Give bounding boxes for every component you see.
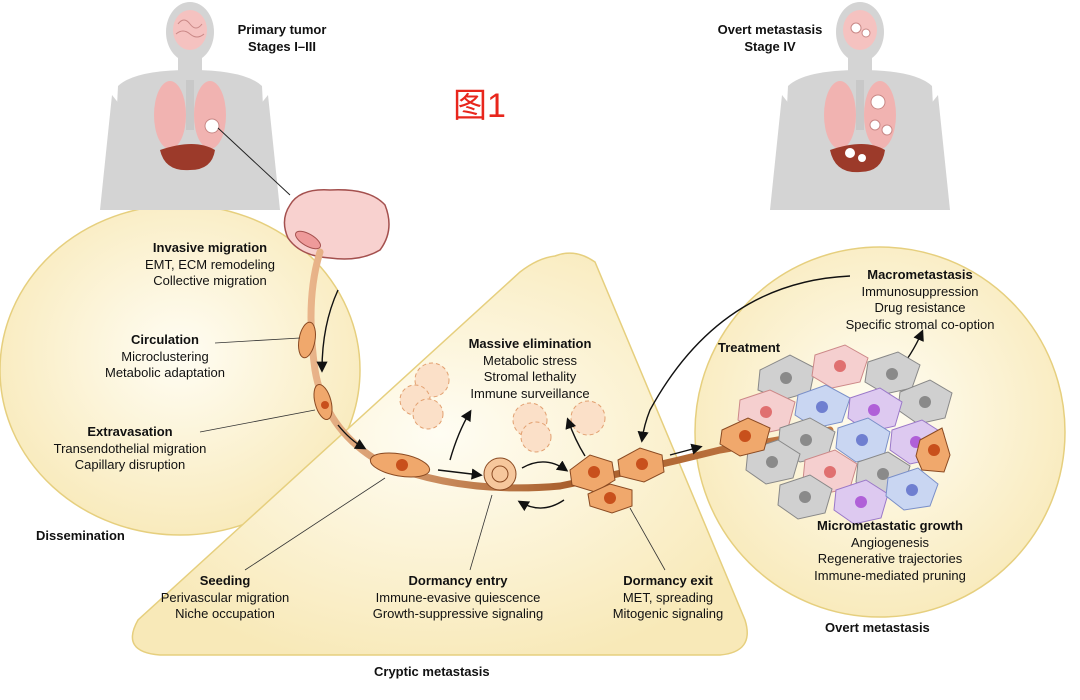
cryptic-region xyxy=(131,252,748,656)
cryptic-metastasis-label: Cryptic metastasis xyxy=(374,664,490,679)
micrometastatic-growth-label: Micrometastatic growth Angiogenesis Rege… xyxy=(814,518,966,583)
overt-body-silhouette xyxy=(770,2,950,210)
overt-stage-label: Overt metastasis Stage IV xyxy=(717,22,823,54)
circulating-cell xyxy=(298,321,316,359)
overt-metastasis-label: Overt metastasis xyxy=(825,620,930,635)
metastatic-cluster xyxy=(719,344,953,525)
eliminated-cells-left xyxy=(399,362,450,430)
exit-nucleus-1 xyxy=(588,466,600,478)
eliminated-cells-right xyxy=(512,400,606,453)
extravasating-nucleus xyxy=(321,401,329,409)
circulation-pointer xyxy=(214,337,301,344)
primary-stage-label: Primary tumor Stages I–III xyxy=(237,22,327,54)
seeding-arrow xyxy=(437,468,483,480)
dissemination-label: Dissemination xyxy=(36,528,125,543)
primary-pointer-line xyxy=(217,127,291,196)
dormant-nucleus xyxy=(491,465,509,483)
extravasation-arrow xyxy=(337,424,367,450)
invasive-migration-label: Invasive migration EMT, ECM remodeling C… xyxy=(144,240,276,288)
figure-tag: 图1 xyxy=(453,87,506,125)
tumor-invasion-front xyxy=(295,230,321,250)
to-overt-arrow xyxy=(669,443,703,456)
seeding-label: Seeding Perivascular migration Niche occ… xyxy=(160,573,290,621)
exit-nucleus-3 xyxy=(604,492,616,504)
extravasation-label: Extravasation Transendothelial migration… xyxy=(53,424,207,472)
treatment-label: Treatment xyxy=(718,340,781,355)
primary-body-silhouette xyxy=(100,2,280,210)
invasion-arrow xyxy=(316,289,339,373)
dormancy-entry-pointer xyxy=(469,494,493,571)
dormancy-exit-arrow xyxy=(521,460,569,472)
extravasation-pointer xyxy=(199,409,316,433)
seeding-nucleus xyxy=(396,459,408,471)
massive-elimination-label: Massive elimination Metabolic stress Str… xyxy=(468,336,592,401)
seeding-pointer xyxy=(244,477,386,571)
primary-tumor xyxy=(283,189,390,260)
elimination-arrow-right xyxy=(565,417,586,457)
macrometastasis-label: Macrometastasis Immunosuppression Drug r… xyxy=(845,267,995,332)
treatment-arrow xyxy=(637,275,851,443)
vessel xyxy=(307,248,834,492)
circulation-label: Circulation Microclustering Metabolic ad… xyxy=(105,332,225,380)
dormancy-exit-label: Dormancy exit MET, spreading Mitogenic s… xyxy=(612,573,724,621)
elimination-arrow-left xyxy=(449,409,472,461)
dormancy-entry-label: Dormancy entry Immune-evasive quiescence… xyxy=(372,573,544,621)
dormancy-exit-pointer xyxy=(629,507,666,571)
exit-nucleus-2 xyxy=(636,458,648,470)
dormancy-return-arrow xyxy=(517,499,565,512)
